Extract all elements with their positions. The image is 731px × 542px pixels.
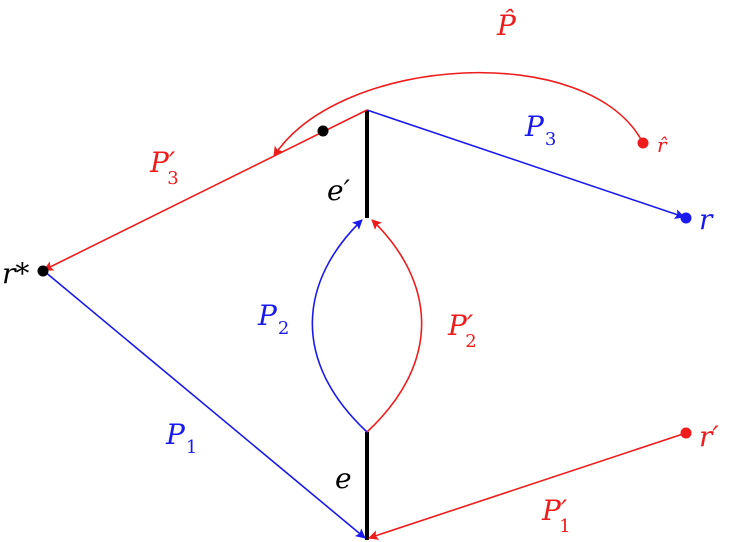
label-p2-prime: P′2 <box>447 309 477 352</box>
node-r <box>680 212 692 224</box>
label-e: e <box>335 462 352 495</box>
label-p1: P1 <box>165 418 197 458</box>
path-p2 <box>311 219 368 433</box>
path-p1 <box>43 270 366 539</box>
path-p3-prime <box>43 109 368 271</box>
label-r-star: r* <box>2 257 29 290</box>
node-r-hat <box>637 137 649 149</box>
path-p3 <box>366 109 685 219</box>
label-p1-prime: P′1 <box>541 494 571 537</box>
node-r-prime <box>680 427 692 439</box>
node-small-dot <box>317 125 329 137</box>
label-r-hat: r̂ <box>657 133 668 157</box>
label-p-hat: P̂ <box>496 9 517 42</box>
path-p2-prime <box>366 219 423 433</box>
path-p-hat <box>273 71 644 157</box>
label-p3: P3 <box>524 110 556 150</box>
label-p3-prime: P′3 <box>149 146 179 189</box>
node-r-star <box>37 265 49 277</box>
label-r: r <box>699 203 714 236</box>
label-p2: P2 <box>257 299 289 339</box>
label-e-prime: e′ <box>327 174 351 207</box>
label-r-prime: r′ <box>699 420 719 453</box>
path-p1-prime <box>368 432 687 540</box>
